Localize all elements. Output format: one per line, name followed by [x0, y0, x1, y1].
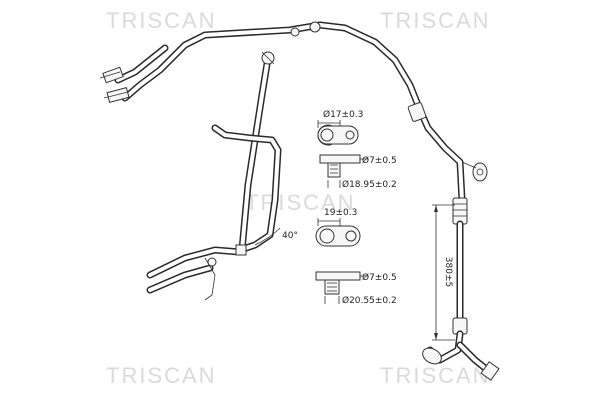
bottom-width-label: Ø20.55±0.2 — [342, 295, 397, 306]
length-label: 380±5 — [443, 257, 453, 287]
bottom-width-top-label: 19±0.3 — [324, 208, 357, 218]
pipe-clips — [290, 21, 488, 182]
watermark-bottom-left: TRISCAN — [106, 363, 217, 388]
detail-top-flange: Ø17±0.3 — [317, 109, 363, 146]
upper-pipe — [114, 21, 466, 204]
angle-annotation: 40° — [254, 227, 298, 246]
left-end-fitting — [99, 66, 130, 104]
top-hole-label: Ø7±0.5 — [362, 155, 397, 166]
length-dimension: 380±5 — [432, 204, 455, 341]
top-width-label: Ø18.95±0.2 — [342, 179, 397, 190]
bottom-hole-label: Ø7±0.5 — [362, 272, 397, 283]
watermark-top-left: TRISCAN — [106, 8, 217, 33]
detail-bottom-flange: 19±0.3 — [315, 208, 361, 247]
vertical-pipe-section — [452, 197, 468, 335]
detail-bottom-side: Ø7±0.5 Ø20.55±0.2 — [315, 271, 397, 306]
watermark-center: TRISCAN — [245, 190, 356, 215]
angle-label: 40° — [282, 231, 298, 241]
detail-top-side: Ø7±0.5 Ø18.95±0.2 — [319, 154, 397, 190]
second-pipe — [146, 51, 282, 301]
watermark-top-right: TRISCAN — [380, 8, 491, 33]
watermark-bottom-right: TRISCAN — [380, 363, 491, 388]
top-bore-label: Ø17±0.3 — [323, 109, 363, 120]
bottom-end-fitting — [422, 330, 500, 381]
